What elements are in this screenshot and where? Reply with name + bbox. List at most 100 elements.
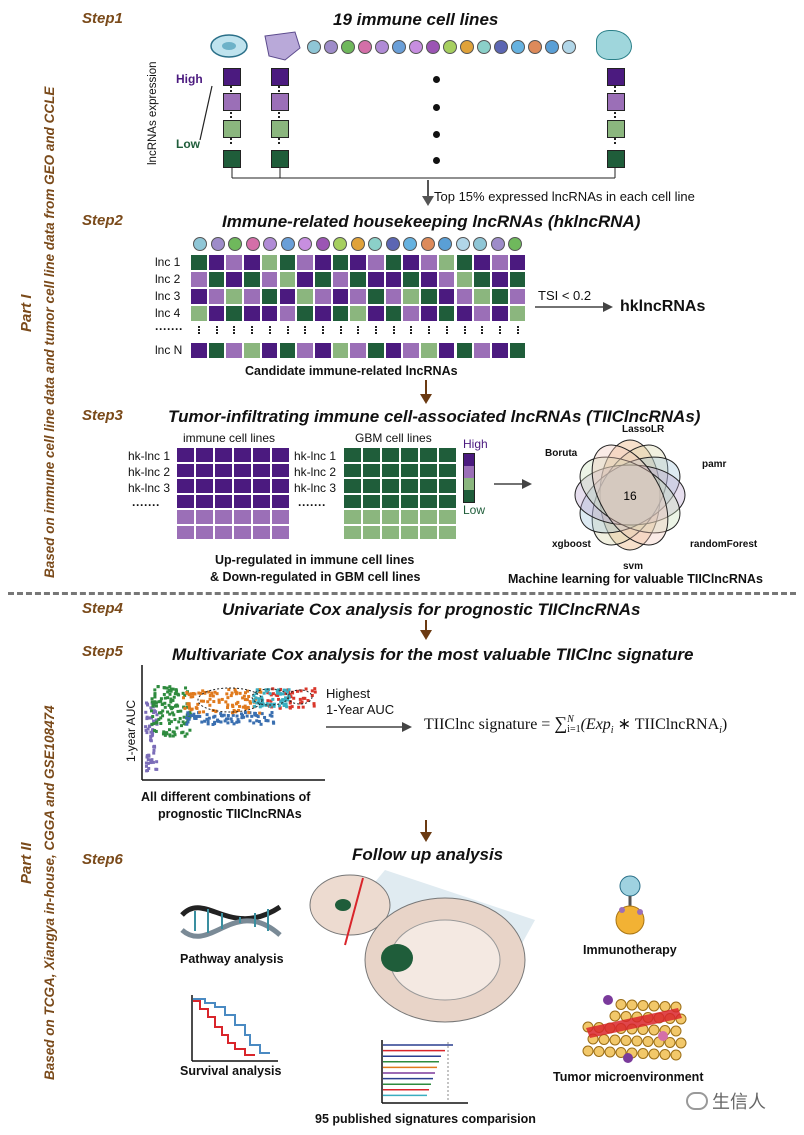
- step1-label: Step1: [82, 10, 123, 27]
- auc-point: [196, 714, 200, 718]
- auc-point: [197, 691, 201, 695]
- gene-expression-cell: [343, 447, 362, 463]
- step6-title: Follow up analysis: [352, 845, 504, 864]
- heatmap-cell: [508, 342, 527, 359]
- auc-point: [256, 715, 260, 719]
- auc-point: [287, 695, 291, 699]
- auc-point: [239, 712, 243, 716]
- gene-expression-cell: [362, 524, 381, 540]
- auc-point: [290, 705, 294, 709]
- auc-point: [297, 705, 301, 709]
- auc-point: [282, 688, 286, 692]
- heatmap-cell: [278, 305, 297, 322]
- cell-icon: [438, 237, 452, 251]
- gene-expression-cell: [252, 447, 271, 463]
- auc-point: [186, 720, 190, 724]
- gene-expression-cell: [195, 524, 214, 540]
- auc-point: [205, 713, 209, 717]
- gene-expression-cell: [214, 493, 233, 509]
- auc-point: [230, 720, 234, 724]
- venn-label-svm: svm: [623, 561, 644, 572]
- immune-cell: [658, 1031, 668, 1041]
- gene-expression-cell: [271, 447, 290, 463]
- auc-point: [185, 705, 189, 709]
- expression-square: [607, 120, 625, 138]
- heatmap-cell: [420, 342, 438, 359]
- tumor-microenvironment-icon: [582, 995, 687, 1063]
- gene-expression-cell: [195, 493, 214, 509]
- auc-point: [150, 758, 154, 762]
- gene-expression-cell: [176, 447, 195, 463]
- heatmap-cell: [260, 342, 279, 359]
- tumor-cell: [604, 1046, 616, 1058]
- gene-expression-cell: [400, 493, 419, 509]
- auc-point: [283, 692, 287, 696]
- auc-point: [248, 701, 252, 705]
- heatmap-row-label: lnc N: [155, 343, 183, 357]
- hk-lnc-dots: ·······: [298, 498, 326, 512]
- auc-point: [184, 686, 188, 690]
- gene-expression-cell: [271, 462, 290, 478]
- ellipsis-colon: [463, 326, 468, 334]
- cell-icon: [385, 237, 400, 251]
- cell-icon: [210, 237, 225, 251]
- tumor-cell: [609, 1010, 621, 1022]
- auc-point: [155, 713, 159, 717]
- down-arrow-step1: [422, 180, 434, 206]
- heatmap-cell: [225, 342, 244, 359]
- auc-point: [240, 716, 244, 720]
- auc-point: [152, 722, 156, 726]
- heatmap-cell: [278, 271, 297, 288]
- auc-point: [242, 694, 246, 698]
- auc-point: [191, 695, 195, 699]
- dendritic-cell-icon: [596, 30, 632, 60]
- auc-point: [162, 692, 166, 696]
- auc-point: [260, 695, 264, 699]
- auc-point: [145, 769, 149, 773]
- heatmap-cell: [437, 271, 456, 288]
- immune-cell-icons-row: [210, 31, 301, 61]
- auc-y-axis-label: 1-year AUC: [124, 699, 138, 762]
- auc-point: [215, 692, 219, 696]
- auc-point: [165, 686, 169, 690]
- auc-point: [219, 720, 223, 724]
- auc-point: [169, 687, 173, 691]
- auc-point: [222, 713, 226, 717]
- gene-expression-cell: [176, 509, 195, 525]
- wechat-icon: [686, 1092, 708, 1110]
- part-divider: [8, 592, 796, 595]
- heatmap-cell: [402, 342, 421, 359]
- auc-point: [254, 691, 258, 695]
- auc-point: [186, 713, 190, 717]
- auc-point: [172, 730, 176, 734]
- auc-point: [187, 703, 191, 707]
- heatmap-cell: [331, 342, 350, 359]
- auc-point: [234, 710, 238, 714]
- heatmap-row-label: lnc 1: [155, 255, 181, 269]
- heatmap-row-label: lnc 3: [155, 289, 181, 303]
- auc-point: [200, 720, 204, 724]
- heatmap-cell: [490, 254, 509, 271]
- auc-point: [259, 722, 263, 726]
- auc-point: [156, 685, 160, 689]
- gene-expression-cell: [252, 478, 271, 494]
- gene-expression-cell: [195, 478, 214, 494]
- formula-sub: i=1: [567, 724, 581, 736]
- tme-label: Tumor microenvironment: [553, 1070, 704, 1084]
- auc-point: [146, 727, 150, 731]
- auc-point: [226, 706, 230, 710]
- auc-point: [206, 722, 210, 726]
- auc-point: [206, 719, 210, 723]
- auc-point: [163, 686, 167, 690]
- tsi-arrow: [535, 302, 613, 312]
- auc-point: [283, 698, 287, 702]
- gene-expression-cell: [176, 478, 195, 494]
- auc-point: [146, 761, 150, 765]
- heatmap-cell: [473, 254, 491, 271]
- auc-point: [182, 715, 186, 719]
- auc-point: [270, 714, 274, 718]
- formula-i1: i: [610, 725, 614, 737]
- hk-lnc-row-label: hk-lnc 3: [294, 481, 337, 495]
- tumor-cell: [609, 1034, 621, 1046]
- auc-point: [276, 691, 280, 695]
